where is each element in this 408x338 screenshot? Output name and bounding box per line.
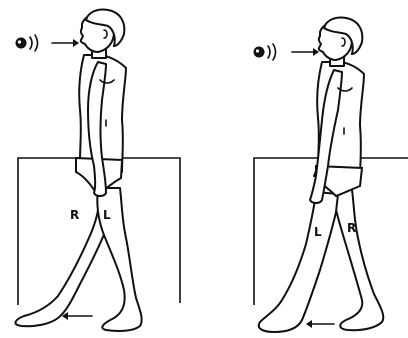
right-figure-second-leg-label: R xyxy=(347,221,356,235)
right-figure-front-leg xyxy=(259,192,338,332)
right-figure-first-leg-label: L xyxy=(314,225,322,239)
sound-source-icon xyxy=(16,35,38,51)
right-figure-panel: L R xyxy=(254,17,408,332)
sound-direction-arrow-icon xyxy=(292,48,319,56)
sound-source-icon xyxy=(254,44,276,60)
left-walking-direction-arrow-icon xyxy=(62,312,92,320)
right-figure-back-leg xyxy=(332,190,383,330)
right-walking-direction-arrow-icon xyxy=(306,320,334,328)
left-figure-second-leg-label: L xyxy=(103,208,111,222)
left-figure-first-leg-label: R xyxy=(70,208,79,222)
sound-direction-arrow-icon xyxy=(52,39,79,47)
left-figure-panel: R L xyxy=(15,9,180,330)
